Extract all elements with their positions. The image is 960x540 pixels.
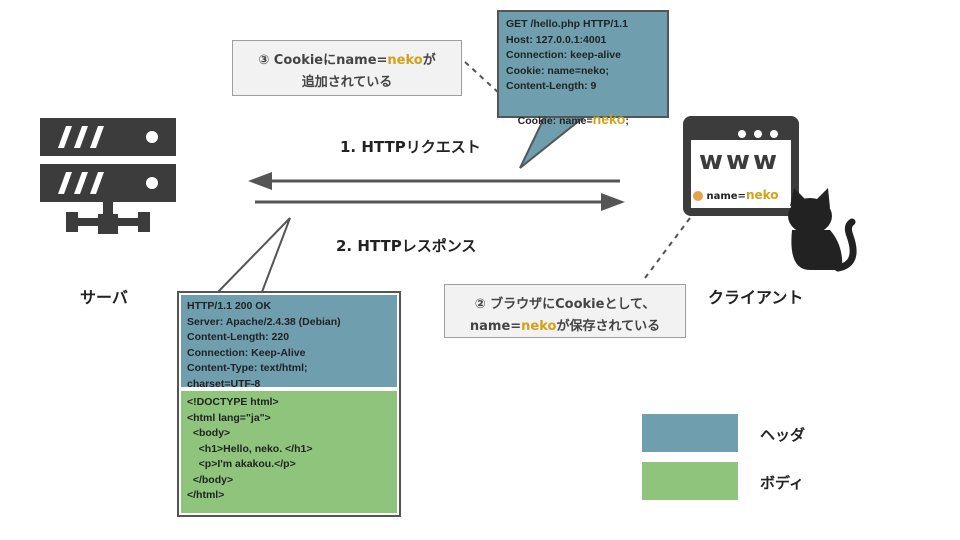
response-header-3: Content-Length: 220 [187, 331, 290, 343]
request-arrow-head [248, 172, 272, 190]
request-header-5: Content-Length: 9 [506, 80, 597, 92]
request-label: 1. HTTPリクエスト [340, 138, 481, 156]
request-body: Cookie: name=neko; [506, 97, 660, 146]
legend-label-body: ボディ [760, 474, 804, 492]
request-header-2: Host: 127.0.0.1:4001 [506, 33, 607, 46]
response-header-section: HTTP/1.1 200 OK Server: Apache/2.4.38 (D… [181, 295, 397, 390]
note3-value: neko [387, 53, 423, 68]
response-header-1: HTTP/1.1 200 OK [187, 300, 272, 312]
note3-line1-prefix: Cookieに [269, 53, 337, 68]
client-label: クライアント [708, 288, 804, 307]
response-body-section: <!DOCTYPE html> <html lang="ja"> <body> … [181, 391, 397, 513]
response-callout: HTTP/1.1 200 OK Server: Apache/2.4.38 (D… [177, 291, 401, 517]
response-label: 2. HTTPレスポンス [336, 237, 477, 255]
response-header-6: charset=UTF-8 [187, 377, 261, 390]
note2-value: neko [521, 319, 557, 334]
request-header-4: Cookie: name=neko; [506, 64, 609, 77]
request-body-prefix: Cookie: name= [517, 115, 593, 127]
cat-icon [780, 186, 860, 272]
response-callout-tail [215, 217, 291, 293]
request-body-suffix: ; [625, 115, 629, 127]
response-body-1: <!DOCTYPE html> [187, 396, 279, 408]
request-body-value: neko [592, 111, 626, 127]
browser-window: www name=neko [683, 116, 799, 216]
response-arrow-head [601, 193, 625, 211]
note2-suffix: が保存されている [556, 319, 661, 334]
response-body-4: <h1>Hello, neko. </h1> [187, 442, 313, 455]
note2-num: ② [474, 297, 486, 312]
cookie-icon [693, 191, 703, 201]
request-callout: GET /hello.php HTTP/1.1 Host: 127.0.0.1:… [497, 10, 669, 127]
response-body-2: <html lang="ja"> [187, 411, 271, 424]
note2-line1: ブラウザにCookieとして、 [485, 297, 656, 312]
browser-cookie-key: name= [706, 191, 746, 202]
request-header-1: GET /hello.php HTTP/1.1 [506, 18, 628, 30]
response-body-3: <body> [187, 427, 231, 439]
browser-cookie: name=neko [693, 188, 779, 202]
note2-leader [644, 217, 691, 279]
note3-leader [464, 61, 501, 95]
response-body-7: </html> [187, 489, 225, 501]
server-icon [40, 118, 180, 238]
note-2: ② ブラウザにCookieとして、 name=nekoが保存されている [444, 284, 686, 338]
server-label: サーバ [80, 288, 128, 307]
note3-key: name= [336, 53, 388, 68]
legend: ヘッダ ボディ [642, 414, 842, 504]
window-dots-icon [737, 124, 787, 143]
response-body-6: </body> [187, 473, 234, 486]
note3-suffix: が [422, 53, 436, 68]
browser-viewport: www name=neko [691, 140, 791, 208]
browser-cookie-value: neko [745, 188, 779, 202]
response-header-2: Server: Apache/2.4.38 (Debian) [187, 315, 341, 328]
www-text: www [699, 146, 781, 176]
response-body-5: <p>I'm akakou.</p> [187, 458, 296, 470]
request-header-3: Connection: keep-alive [506, 49, 621, 61]
note-3: ③ Cookieにname=nekoが 追加されている [232, 40, 462, 96]
response-header-4: Connection: Keep-Alive [187, 346, 306, 359]
legend-swatch-header [642, 414, 738, 452]
note3-num: ③ [258, 53, 270, 68]
note3-line2: 追加されている [301, 75, 393, 90]
legend-label-header: ヘッダ [760, 426, 806, 444]
legend-swatch-body [642, 462, 738, 500]
note2-key: name= [469, 319, 522, 334]
response-header-5: Content-Type: text/html; [187, 362, 308, 374]
